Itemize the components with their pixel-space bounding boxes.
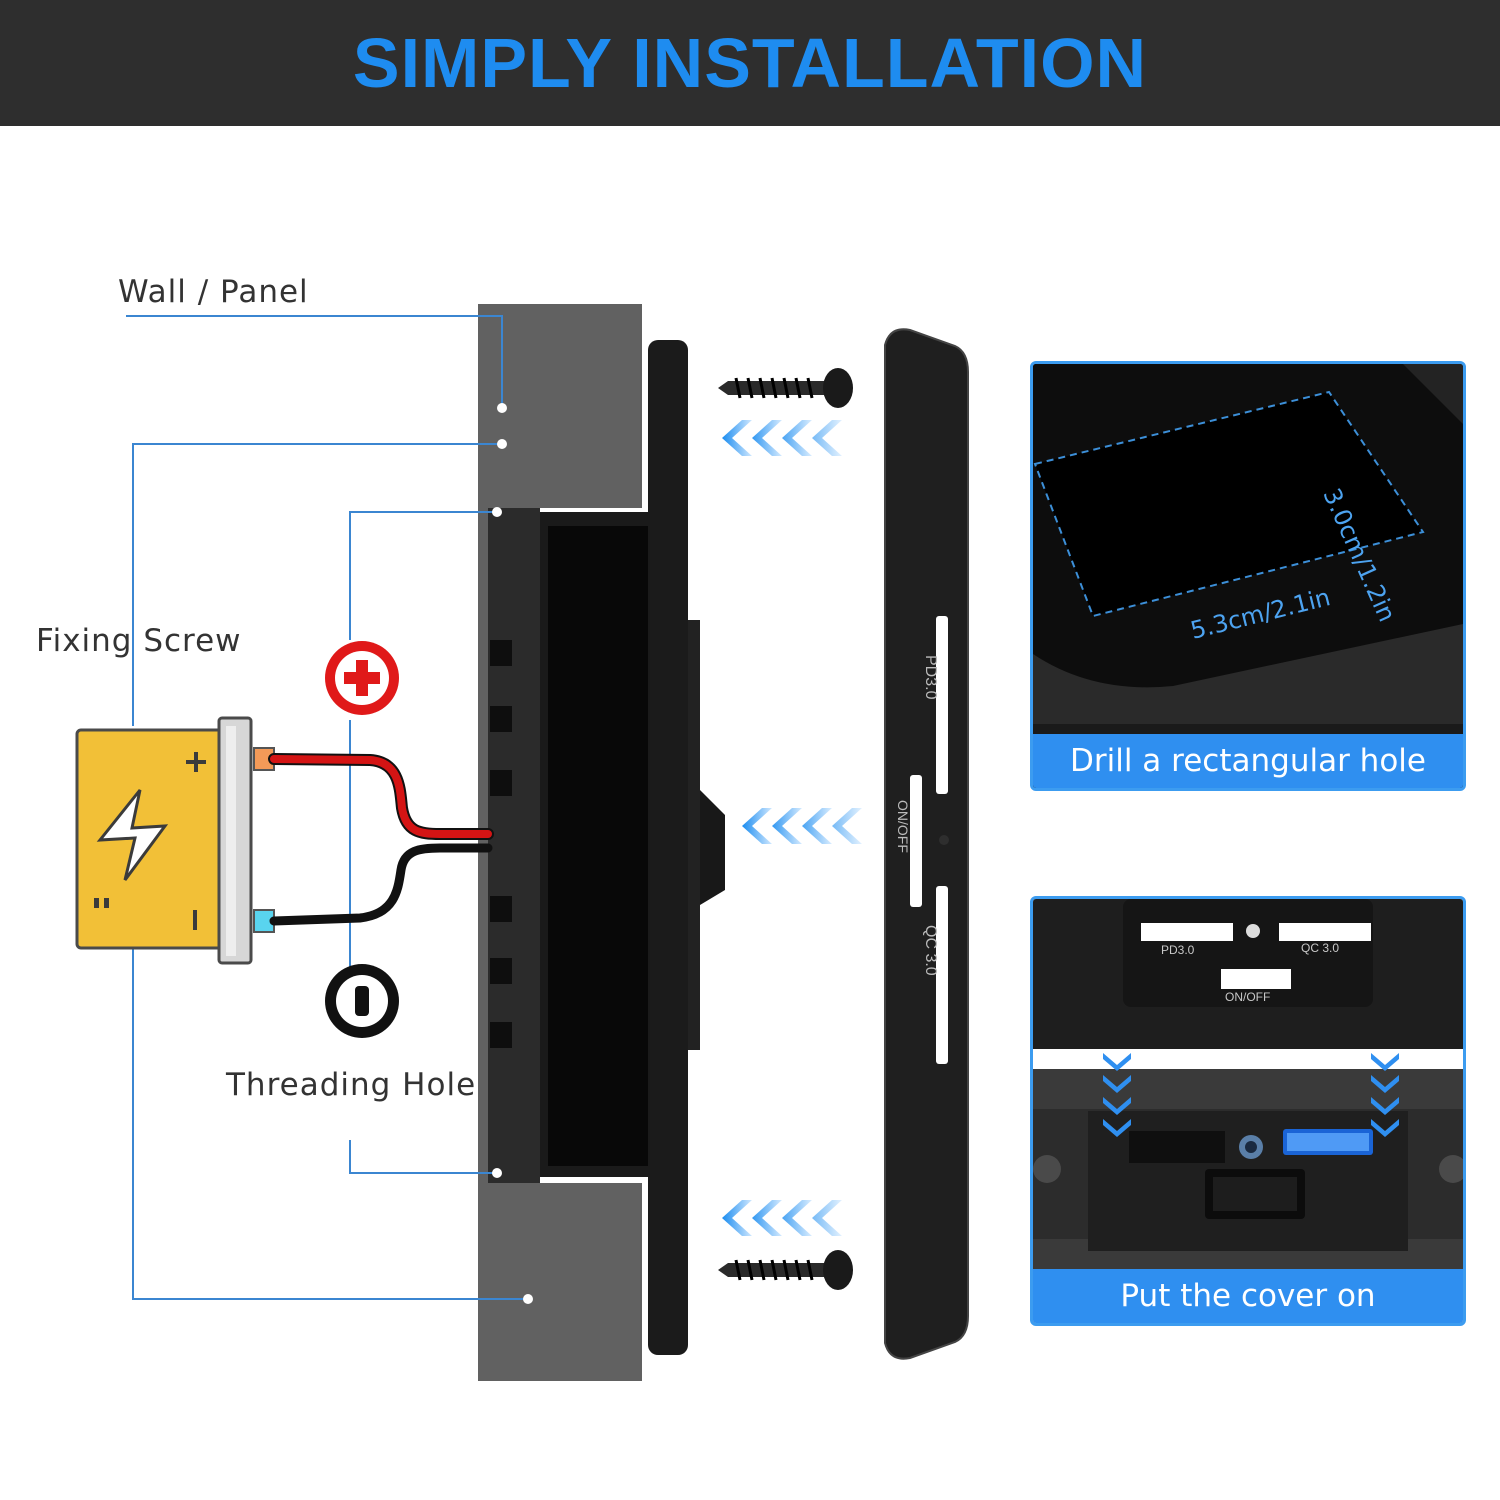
negative-wire [269, 843, 493, 926]
screw-icon [718, 1250, 853, 1290]
battery-icon [75, 716, 253, 965]
rocker-switch-nub [700, 790, 725, 905]
arrow-chevron-icon [742, 808, 862, 844]
cover-label-pd: PD3.0 [922, 655, 939, 700]
leader-lines [126, 315, 528, 1300]
inset-cover-on: PD3.0 QC 3.0 ON/OFF Put the cover on [1030, 896, 1466, 1326]
cover-label-switch: ON/OFF [895, 800, 911, 853]
plus-icon [325, 641, 399, 715]
inset-drill-hole: 3.0cm/1.2in 5.3cm/2.1in Drill a rectangu… [1030, 361, 1466, 791]
rocker-switch-profile [688, 620, 700, 1050]
label-wall-panel: Wall / Panel [118, 274, 309, 310]
title-banner: SIMPLY INSTALLATION [0, 0, 1500, 126]
minus-icon [325, 964, 399, 1038]
cover-label-qc: QC 3.0 [922, 925, 939, 976]
caption-cover: Put the cover on [1033, 1269, 1463, 1323]
inset-drill-graphic [1033, 364, 1463, 788]
inset-port-pd-label: PD3.0 [1161, 943, 1195, 957]
arrow-chevron-icon [722, 420, 842, 456]
socket-flange [648, 340, 688, 1355]
caption-drill: Drill a rectangular hole [1033, 734, 1463, 788]
inset-port-qc-label: QC 3.0 [1301, 941, 1340, 955]
inset-switch-label: ON/OFF [1225, 990, 1271, 1004]
leader-dots [492, 403, 533, 1304]
inset-cover-graphic [1033, 899, 1463, 1323]
cover-plate [884, 328, 969, 1360]
positive-wire-core [270, 755, 492, 838]
page-title: SIMPLY INSTALLATION [352, 24, 1148, 102]
screw-icon [718, 368, 853, 408]
label-threading-hole: Threading Hole [226, 1067, 477, 1103]
arrow-chevron-icon [722, 1200, 842, 1236]
socket-body [488, 508, 650, 1183]
label-fixing-screw: Fixing Screw [36, 623, 242, 659]
positive-wire [268, 753, 494, 840]
